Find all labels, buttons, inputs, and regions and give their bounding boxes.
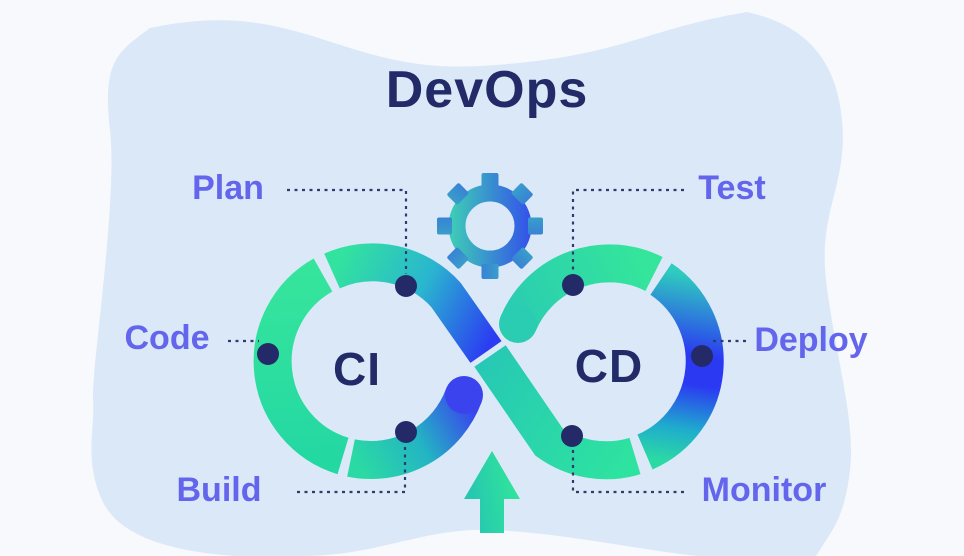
cd-label: CD	[574, 340, 644, 392]
up-arrow-icon	[464, 451, 520, 533]
stage-label-monitor: Monitor	[701, 471, 827, 509]
page-title: DevOps	[385, 61, 589, 119]
plan-dot	[395, 275, 417, 297]
stage-label-build: Build	[176, 471, 262, 509]
infinity-loop	[253, 243, 724, 480]
right-top-cap	[499, 305, 537, 343]
plan-connector	[287, 188, 408, 274]
build-dot	[395, 421, 417, 443]
loop-segment-deploy-arc	[636, 263, 724, 470]
ci-label: CI	[333, 343, 381, 395]
test-dot	[562, 274, 584, 296]
code-dot	[257, 343, 279, 365]
stage-label-code: Code	[124, 319, 210, 357]
loop-segment-right-top-arc	[500, 244, 663, 332]
stage-label-test: Test	[698, 169, 766, 207]
deploy-dot	[691, 345, 713, 367]
loop-segment-center-to-monitor	[474, 345, 641, 480]
loop-segment-plan-to-center	[324, 243, 502, 363]
test-connector	[571, 188, 684, 273]
stage-label-plan: Plan	[192, 169, 264, 207]
build-connector	[297, 445, 407, 494]
gear-icon	[437, 173, 543, 279]
loop-segment-left-arc	[253, 258, 350, 475]
left-bottom-cap	[445, 376, 483, 414]
stage-label-deploy: Deploy	[754, 321, 868, 359]
monitor-dot	[561, 425, 583, 447]
